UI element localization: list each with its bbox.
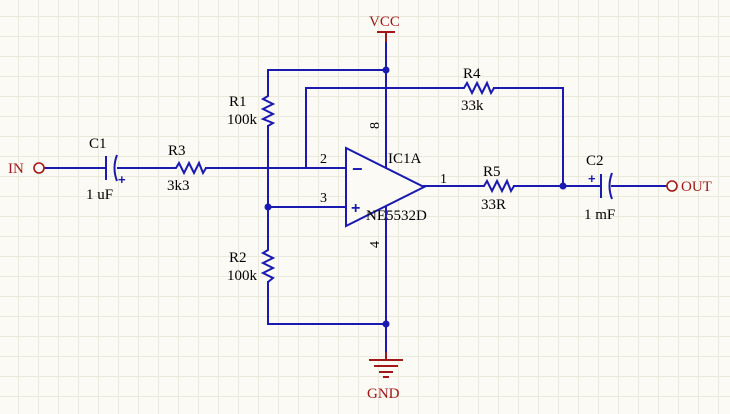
vcc-power-port[interactable]: VCC xyxy=(369,14,400,42)
c2-value: 1 mF xyxy=(584,207,615,223)
r1-designator: R1 xyxy=(229,94,247,110)
wire-feedback-right xyxy=(493,87,564,187)
r3-designator: R3 xyxy=(168,143,186,159)
output-port-terminal xyxy=(666,180,678,192)
pin-number-noninverting: 3 xyxy=(320,191,327,206)
junctions xyxy=(264,66,567,328)
output-port-label: OUT xyxy=(681,179,712,195)
opamp-plus-sign: + xyxy=(351,200,360,217)
junction-dot xyxy=(559,182,567,190)
junction-dot xyxy=(264,203,272,211)
vcc-label: VCC xyxy=(369,14,400,30)
c2-polarity-plus: + xyxy=(588,171,596,186)
junction-dot xyxy=(382,66,390,74)
r5-designator: R5 xyxy=(483,164,501,180)
output-port[interactable]: OUT xyxy=(666,179,712,195)
r1-value: 100k xyxy=(227,112,258,128)
wire-feedback-left xyxy=(305,87,459,169)
opamp-ic1a[interactable]: − + IC1A NE5532D 2 3 1 8 4 xyxy=(320,122,447,248)
pin-number-output: 1 xyxy=(440,172,447,187)
r2-designator: R2 xyxy=(229,250,247,266)
opamp-designator: IC1A xyxy=(388,151,422,167)
input-port-terminal xyxy=(33,162,45,174)
r2-value: 100k xyxy=(227,268,258,284)
pin-number-vminus: 4 xyxy=(368,241,383,248)
capacitor-plate-curved xyxy=(608,172,613,200)
resistor-zigzag xyxy=(478,178,515,194)
pin-number-inverting: 2 xyxy=(320,152,327,167)
input-port[interactable]: IN xyxy=(8,161,45,177)
c1-designator: C1 xyxy=(89,136,107,152)
r4-designator: R4 xyxy=(463,66,481,82)
opamp-part-number: NE5532D xyxy=(366,208,427,224)
gnd-label: GND xyxy=(367,386,400,402)
input-port-label: IN xyxy=(8,161,24,177)
resistor-r1[interactable]: R1 100k xyxy=(227,92,276,128)
pin-number-vplus: 8 xyxy=(368,122,383,129)
resistor-r3[interactable]: R3 3k3 xyxy=(167,143,207,194)
r5-value: 33R xyxy=(481,197,506,213)
c2-designator: C2 xyxy=(586,153,604,169)
resistor-r5[interactable]: R5 33R xyxy=(478,164,515,213)
resistor-zigzag xyxy=(458,80,495,96)
resistor-r2[interactable]: R2 100k xyxy=(227,244,276,284)
r4-value: 33k xyxy=(461,98,484,114)
opamp-triangle xyxy=(345,146,427,228)
resistor-zigzag xyxy=(260,244,276,283)
resistor-zigzag xyxy=(260,92,276,127)
junction-dot xyxy=(382,320,390,328)
capacitor-c1[interactable]: + C1 1 uF xyxy=(86,136,126,203)
gnd-power-port[interactable]: GND xyxy=(367,352,403,402)
c1-polarity-plus: + xyxy=(118,172,126,187)
resistor-r4[interactable]: R4 33k xyxy=(458,66,495,114)
r3-value: 3k3 xyxy=(167,178,190,194)
capacitor-c2[interactable]: + C2 1 mF xyxy=(584,153,615,223)
resistor-zigzag xyxy=(170,160,207,176)
c1-value: 1 uF xyxy=(86,187,113,203)
opamp-minus-sign: − xyxy=(352,159,363,179)
wires xyxy=(44,39,667,357)
capacitor-plate-curved xyxy=(113,154,118,182)
